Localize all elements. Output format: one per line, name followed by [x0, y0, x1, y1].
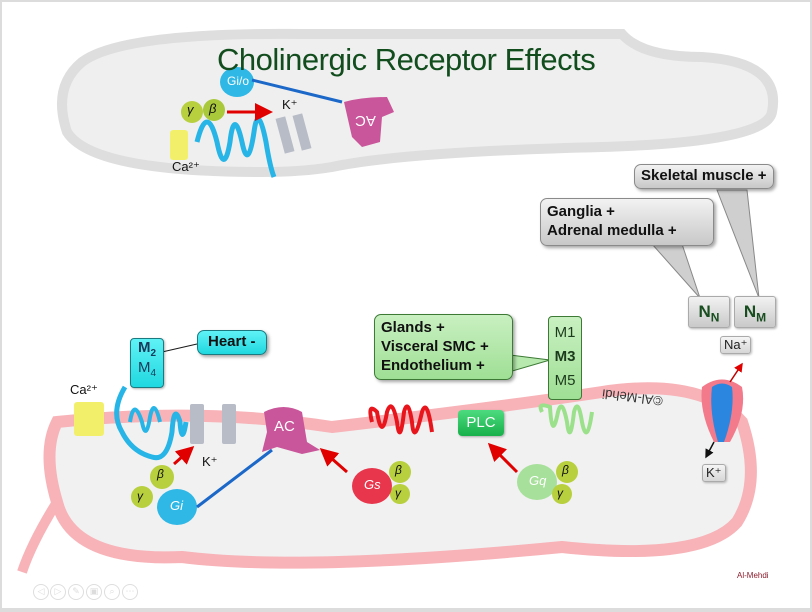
k-arrow [705, 441, 715, 459]
gamma-m2 [131, 486, 153, 508]
gio-label: Gi/o [227, 74, 250, 88]
ca-ion-top: Ca²⁺ [172, 159, 200, 174]
ac-bottom-label: AC [274, 418, 295, 435]
gq-label: Gq [529, 473, 547, 488]
receptor-gq [538, 403, 594, 435]
m3-callout: Glands + Visceral SMC + Endothelium + [374, 314, 513, 381]
nm-callout-tail [716, 189, 760, 299]
k-ion-top: K⁺ [282, 97, 298, 112]
gi-label: Gi [170, 498, 183, 513]
ca-channel-bottom [74, 402, 104, 436]
m1-m3-m5-box: M1 M3 M5 [548, 316, 582, 400]
nn-callout-line-1: Ganglia + [547, 203, 615, 220]
next-slide-button[interactable]: ▷ [50, 584, 66, 600]
na-arrow [729, 362, 743, 383]
beta-gs [389, 461, 411, 483]
gamma-top [181, 101, 203, 123]
ac-top-label: AC [355, 112, 376, 129]
k-channel-top-2 [292, 113, 312, 151]
red-arrow-gq-plc [487, 442, 519, 474]
nn-callout-line-2: Adrenal medulla + [547, 221, 677, 239]
m1-label: M1 [554, 324, 576, 341]
beta-top [203, 99, 225, 121]
nm-receptor-box: NM [734, 296, 776, 328]
ca-ion-bottom: Ca²⁺ [70, 382, 98, 397]
beta-gs-label: β [395, 463, 402, 477]
gamma-gs-label: γ [395, 486, 401, 500]
page-title: Cholinergic Receptor Effects [217, 42, 596, 77]
nm-callout: Skeletal muscle + [634, 164, 774, 189]
gi-m2 [157, 489, 197, 525]
beta-m2-label: β [157, 467, 164, 481]
membrane-tail [17, 499, 62, 574]
nn-callout: Ganglia + Adrenal medulla + [540, 198, 714, 246]
gamma-gq-label: γ [557, 486, 563, 500]
m2-label: M2 [137, 339, 157, 359]
gamma-gs [390, 484, 410, 504]
k-channel-bottom-1 [190, 404, 204, 444]
heart-callout: Heart - [197, 330, 267, 355]
red-arrow-m2 [173, 446, 195, 466]
heart-callout-tail [161, 343, 198, 353]
k-channel-bottom-2 [222, 404, 236, 444]
nn-receptor-box: NN [688, 296, 730, 328]
gamma-gq [552, 484, 572, 504]
m3-label: M3 [554, 348, 576, 365]
ac-bottom [262, 407, 320, 454]
plc-box: PLC [458, 410, 504, 436]
receptor-m2 [114, 385, 189, 461]
gamma-top-label: γ [187, 102, 194, 117]
beta-m2 [150, 465, 174, 489]
gamma-m2-label: γ [137, 489, 143, 503]
m3-callout-line-2: Visceral SMC + [381, 337, 489, 355]
beta-gq-label: β [562, 463, 569, 477]
k-ion-bottom: K⁺ [202, 454, 218, 469]
receptor-gs [368, 404, 434, 435]
more-options-button[interactable]: ⋯ [122, 584, 138, 600]
gs-ellipse [352, 468, 392, 504]
gq-ellipse [517, 464, 557, 500]
red-arrow-gs-ac [319, 448, 348, 474]
receptor-top [194, 116, 277, 178]
m3-callout-line-3: Endothelium + [381, 356, 485, 374]
ca-channel-top [170, 130, 188, 160]
k-ion-nicotinic-label: K⁺ [702, 464, 726, 482]
zoom-button[interactable]: ⌕ [104, 584, 120, 600]
ac-top [344, 97, 394, 147]
nicotinic-pore [711, 383, 733, 442]
m3-callout-line-1: Glands + [381, 319, 445, 336]
pen-tool-button[interactable]: ✎ [68, 584, 84, 600]
signature: Al-Mehdi [737, 571, 769, 580]
see-all-slides-button[interactable]: ▣ [86, 584, 102, 600]
gio-top [220, 67, 254, 97]
na-ion-label: Na⁺ [720, 336, 752, 354]
m2-m4-box: M2 M4 [130, 338, 164, 388]
nn-callout-tail [650, 243, 701, 299]
receptor-m2-loops [128, 406, 162, 433]
k-channel-top [275, 116, 295, 154]
beta-gq [556, 461, 578, 483]
m4-label: M4 [137, 359, 157, 379]
inhibit-line-m2 [196, 448, 273, 509]
previous-slide-button[interactable]: ◁ [33, 584, 49, 600]
gs-label: Gs [364, 477, 381, 492]
beta-top-label: β [209, 101, 217, 116]
m5-label: M5 [554, 372, 576, 389]
inhibit-line-top [251, 78, 343, 104]
